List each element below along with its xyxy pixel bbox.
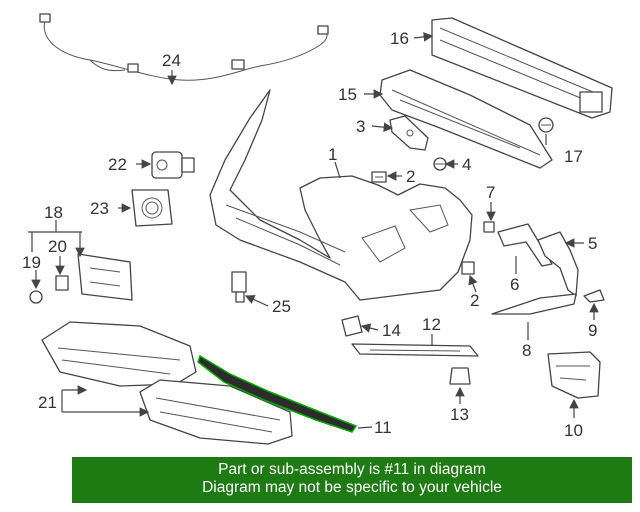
part-6-garnish[interactable]	[497, 223, 553, 267]
label-1: 1	[328, 145, 337, 164]
label-8: 8	[522, 341, 531, 360]
part-14-bracket[interactable]	[341, 315, 363, 337]
part-9-clip[interactable]	[583, 289, 605, 303]
part-21-engine-undercover-front[interactable]	[41, 321, 197, 387]
part-labels: 1 2 2 3 4 5 6 7 8 9 10 11 12 13 14 15 16…	[22, 29, 597, 440]
part-23-sensor-retainer[interactable]	[131, 189, 173, 227]
label-10: 10	[564, 421, 583, 440]
label-16: 16	[390, 29, 409, 48]
label-18: 18	[44, 203, 63, 222]
label-13: 13	[450, 405, 469, 424]
part-10-bracket[interactable]	[547, 351, 601, 399]
label-7: 7	[486, 183, 495, 202]
label-22: 22	[108, 155, 127, 174]
label-15: 15	[338, 85, 357, 104]
label-17: 17	[564, 147, 583, 166]
part-21-engine-undercover-rear[interactable]	[139, 379, 293, 445]
label-23: 23	[90, 199, 109, 218]
label-14: 14	[382, 321, 401, 340]
label-19: 19	[22, 253, 41, 272]
parts-diagram: 1 2 2 3 4 5 6 7 8 9 10 11 12 13 14 15 16…	[22, 13, 613, 445]
banner-line-2: Diagram may not be specific to your vehi…	[202, 479, 502, 496]
label-5: 5	[588, 234, 597, 253]
part-4-clip[interactable]	[433, 157, 447, 171]
part-2-screw-upper[interactable]	[371, 171, 387, 183]
part-25-connector[interactable]	[231, 271, 247, 303]
part-20-clip[interactable]	[55, 275, 69, 291]
label-24: 24	[162, 51, 181, 70]
part-15-energy-absorber[interactable]	[379, 69, 553, 169]
part-19-bolt[interactable]	[29, 290, 43, 304]
part-22-sensor[interactable]	[151, 151, 195, 179]
part-16-bumper-reinforcement[interactable]	[431, 17, 613, 119]
label-3: 3	[356, 117, 365, 136]
diagram-notice-banner: Part or sub-assembly is #11 in diagram D…	[72, 457, 632, 503]
label-25: 25	[272, 297, 291, 316]
label-2a: 2	[406, 167, 415, 186]
part-8-molding[interactable]	[491, 293, 577, 315]
part-11-spoiler-highlighted[interactable]	[197, 354, 358, 433]
label-12: 12	[422, 315, 441, 334]
part-3-bracket[interactable]	[389, 115, 429, 151]
part-13-clip[interactable]	[449, 367, 471, 385]
banner-line-1: Part or sub-assembly is #11 in diagram	[218, 461, 486, 478]
label-20: 20	[48, 237, 67, 256]
part-1-bumper-cover[interactable]	[209, 89, 473, 301]
label-9: 9	[588, 321, 597, 340]
leader-lines	[28, 32, 599, 429]
label-4: 4	[462, 155, 471, 174]
part-20-bracket[interactable]	[77, 253, 133, 301]
part-7-bolt[interactable]	[483, 221, 495, 233]
part-12-molding-strip[interactable]	[351, 343, 479, 357]
label-6: 6	[510, 275, 519, 294]
part-2-screw-lower[interactable]	[461, 261, 475, 275]
label-2b: 2	[470, 291, 479, 310]
part-17-bolt[interactable]	[538, 117, 554, 133]
label-11: 11	[374, 418, 392, 437]
label-21: 21	[38, 393, 57, 412]
part-24-wire-harness[interactable]	[39, 13, 329, 81]
